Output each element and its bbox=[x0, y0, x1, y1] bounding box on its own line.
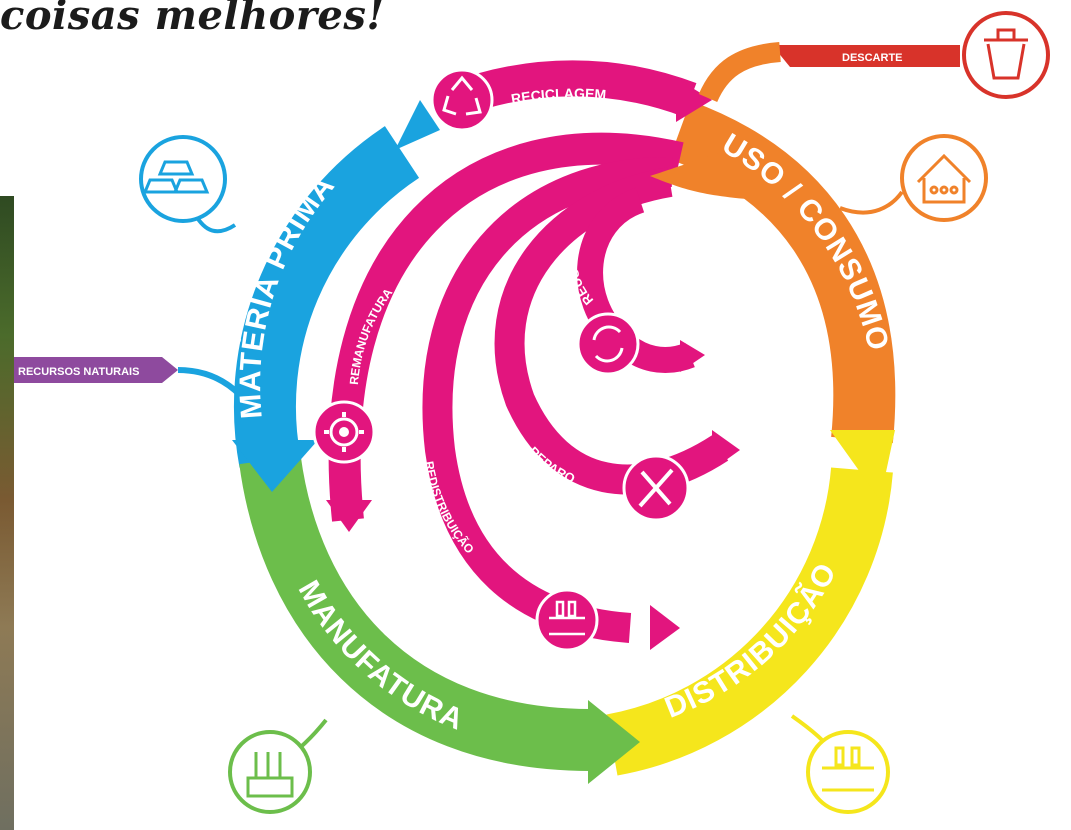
headline: coisas melhores! bbox=[0, 0, 385, 39]
uso-consumo-segment bbox=[669, 100, 896, 444]
trash-cups-icon bbox=[962, 11, 1050, 99]
stage-manufatura: MANUFATURA bbox=[292, 575, 469, 737]
refresh-arrows-icon bbox=[576, 312, 640, 376]
distribuicao-arrow bbox=[830, 430, 895, 500]
redistribuicao-loop bbox=[422, 156, 673, 643]
descarte-label: DESCARTE bbox=[842, 52, 903, 64]
distribuicao-segment bbox=[606, 467, 893, 776]
materia-prima-arrow bbox=[232, 440, 318, 492]
materia-prima-segment bbox=[233, 126, 420, 468]
background-photo-strip bbox=[0, 196, 14, 830]
descarte-arrow: DESCARTE bbox=[772, 45, 960, 67]
manufatura-arrow bbox=[588, 700, 640, 784]
shelf-bottles-outer-icon bbox=[806, 730, 890, 814]
shelf-bottles-icon bbox=[535, 588, 599, 652]
factory-icon bbox=[228, 730, 312, 814]
gold-bars-icon bbox=[139, 135, 227, 223]
recursos-naturais-arrow: RECURSOS NATURAIS bbox=[14, 357, 178, 383]
gear-icon bbox=[312, 400, 376, 464]
recursos-naturais-label: RECURSOS NATURAIS bbox=[18, 366, 139, 378]
recycle-icon bbox=[430, 68, 494, 132]
house-family-icon bbox=[900, 134, 988, 222]
manufatura-segment bbox=[239, 455, 591, 771]
tools-icon bbox=[622, 454, 690, 522]
